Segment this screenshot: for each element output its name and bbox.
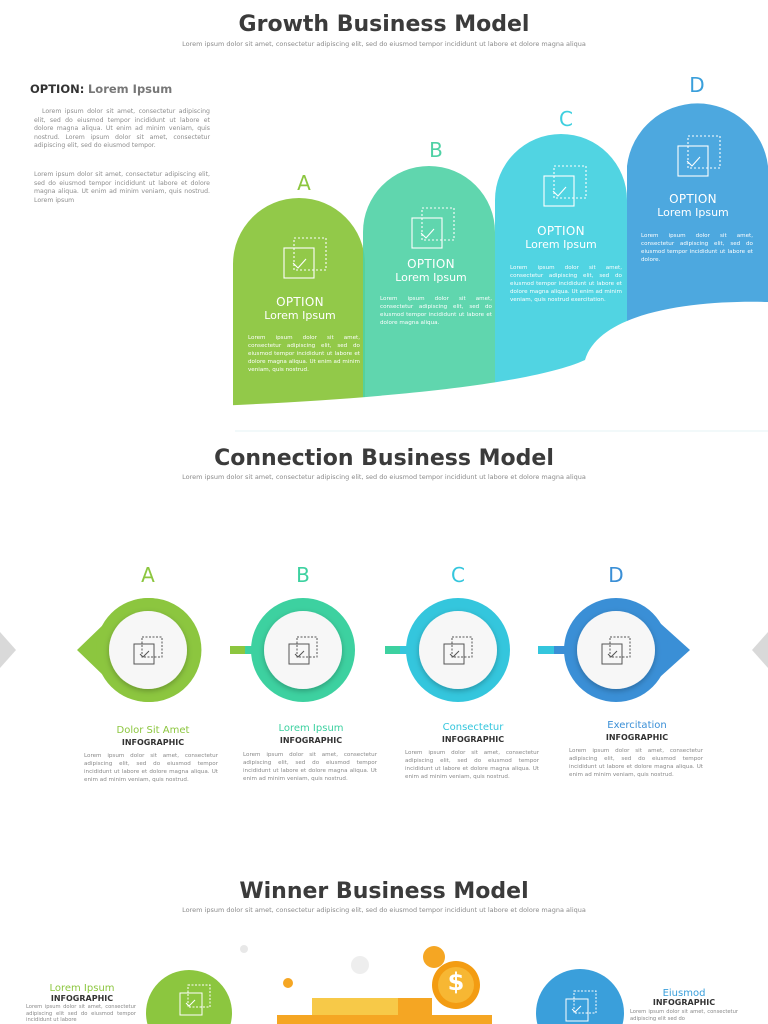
winner-diagram <box>146 945 624 1024</box>
option-paragraph-1: Lorem ipsum dolor sit amet, consectetur … <box>34 108 210 150</box>
growth-col-d-option: OPTION <box>669 192 717 206</box>
connection-a-sub: INFOGRAPHIC <box>121 738 185 747</box>
winner-right-text: Lorem ipsum dolor sit amet, consectetur … <box>630 1009 738 1022</box>
document-check-icon <box>543 165 587 207</box>
connection-b-sub: INFOGRAPHIC <box>279 736 343 745</box>
growth-col-c-label: Lorem Ipsum <box>525 238 597 251</box>
growth-col-b-label: Lorem Ipsum <box>395 271 467 284</box>
document-check-icon <box>288 636 318 665</box>
connection-c-title: Consectetur <box>442 722 504 733</box>
connection-b-text: Lorem ipsum dolor sit amet, consectetur … <box>243 752 377 782</box>
connection-a-title: Dolor Sit Amet <box>116 725 190 736</box>
winner-right-sub: INFOGRAPHIC <box>652 998 716 1007</box>
growth-subtitle: Lorem ipsum dolor sit amet, consectetur … <box>182 40 586 48</box>
prev-chevron-icon[interactable] <box>0 632 16 668</box>
connection-a-text: Lorem ipsum dolor sit amet, consectetur … <box>84 753 218 783</box>
growth-title: Growth Business Model <box>238 12 530 37</box>
connection-d-title: Exercitation <box>607 720 667 731</box>
connection-c-sub: INFOGRAPHIC <box>441 735 505 744</box>
coin-symbol: $ <box>447 968 465 996</box>
growth-column-a <box>233 198 365 406</box>
document-check-icon <box>411 207 455 249</box>
growth-col-c-head: OPTION Lorem Ipsum <box>496 224 626 251</box>
winner-node-right <box>536 969 624 1024</box>
winner-node-left <box>146 970 232 1024</box>
connection-node-c <box>406 598 510 702</box>
connection-letter-a: A <box>141 563 155 587</box>
connection-node-d <box>564 598 690 702</box>
winner-left-title: Lorem Ipsum <box>49 983 115 994</box>
growth-col-b-head: OPTION Lorem Ipsum <box>366 257 496 284</box>
growth-col-c-option: OPTION <box>537 224 585 238</box>
option-prefix: OPTION: <box>30 82 85 96</box>
connection-b-title: Lorem Ipsum <box>278 723 344 734</box>
document-check-icon <box>565 990 597 1022</box>
growth-col-a-label: Lorem Ipsum <box>264 309 336 322</box>
growth-col-a-head: OPTION Lorem Ipsum <box>235 295 365 322</box>
option-paragraph-2: Lorem ipsum dolor sit amet, consectetur … <box>34 171 210 204</box>
growth-col-d-head: OPTION Lorem Ipsum <box>628 192 758 219</box>
connection-c-text: Lorem ipsum dolor sit amet, consectetur … <box>405 750 539 780</box>
document-check-icon <box>443 636 473 665</box>
growth-col-c-text: Lorem ipsum dolor sit amet, consectetur … <box>510 265 622 303</box>
connection-subtitle: Lorem ipsum dolor sit amet, consectetur … <box>182 473 586 481</box>
winner-subtitle: Lorem ipsum dolor sit amet, consectetur … <box>182 906 586 914</box>
winner-left-text: Lorem ipsum dolor sit amet, consectetur … <box>26 1004 136 1023</box>
document-check-icon <box>283 237 327 279</box>
podium-base <box>277 1015 492 1024</box>
document-check-icon <box>179 984 211 1016</box>
connection-d-text: Lorem ipsum dolor sit amet, consectetur … <box>569 748 703 778</box>
growth-letter-b: B <box>429 138 443 162</box>
connection-diagram <box>77 598 690 702</box>
winner-title: Winner Business Model <box>239 879 529 904</box>
growth-col-a-text: Lorem ipsum dolor sit amet, consectetur … <box>248 335 360 373</box>
option-heading: OPTION: Lorem Ipsum <box>30 82 172 96</box>
growth-letter-d: D <box>689 73 705 97</box>
growth-diagram <box>140 103 768 432</box>
connection-node-a <box>77 598 202 702</box>
document-check-icon <box>601 636 631 665</box>
growth-column-b <box>363 166 495 406</box>
next-chevron-icon[interactable] <box>752 632 768 668</box>
growth-letter-a: A <box>297 171 311 195</box>
connection-d-sub: INFOGRAPHIC <box>605 733 669 742</box>
option-name: Lorem Ipsum <box>87 82 173 96</box>
connection-letter-d: D <box>608 563 624 587</box>
dollar-coin-icon <box>423 946 480 1009</box>
connection-letter-c: C <box>451 563 465 587</box>
growth-col-d-text: Lorem ipsum dolor sit amet, consectetur … <box>641 233 753 263</box>
growth-col-b-text: Lorem ipsum dolor sit amet, consectetur … <box>380 296 492 326</box>
document-check-icon <box>133 636 163 665</box>
growth-letter-c: C <box>559 107 573 131</box>
document-check-icon <box>677 135 721 177</box>
growth-wave <box>140 301 768 432</box>
winner-left-sub: INFOGRAPHIC <box>50 994 114 1003</box>
growth-column-c <box>495 134 627 406</box>
connection-title: Connection Business Model <box>214 446 554 471</box>
growth-col-d-label: Lorem Ipsum <box>657 206 729 219</box>
growth-col-b-option: OPTION <box>407 257 455 271</box>
growth-col-a-option: OPTION <box>276 295 324 309</box>
winner-right-title: Eiusmod <box>662 988 706 999</box>
connection-letter-b: B <box>296 563 310 587</box>
connection-node-b <box>251 598 355 702</box>
